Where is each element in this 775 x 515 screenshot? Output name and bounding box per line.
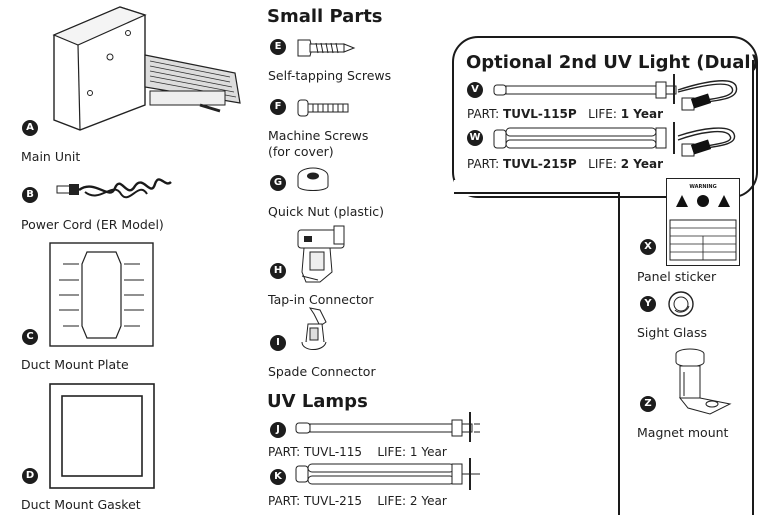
uv-lamp-tuvl-115-icon	[295, 412, 480, 442]
panel-bottom-edge	[454, 192, 620, 194]
heading-small-parts: Small Parts	[267, 6, 383, 27]
power-cord-illustration	[56, 178, 172, 199]
badge-d: D	[22, 468, 38, 484]
part-prefix: PART:	[268, 494, 305, 508]
badge-k: K	[270, 469, 286, 485]
life-value: 2 Year	[620, 157, 664, 171]
badge-x: X	[640, 239, 656, 255]
panel-inner-edge	[618, 194, 620, 515]
life-value: 1 Year	[409, 445, 447, 459]
label-sight-glass: Sight Glass	[637, 325, 707, 340]
quick-nut-icon	[297, 167, 329, 191]
duct-mount-gasket-illustration	[49, 383, 155, 489]
badge-c: C	[22, 329, 38, 345]
badge-j: J	[270, 422, 286, 438]
lamp-j-info: PART: TUVL-115 LIFE: 1 Year	[268, 445, 447, 459]
label-duct-mount-plate: Duct Mount Plate	[21, 357, 129, 372]
life-prefix: LIFE:	[588, 107, 621, 121]
label-panel-sticker: Panel sticker	[637, 269, 717, 284]
part-prefix: PART:	[467, 107, 504, 121]
part-number: TUVL-215	[304, 494, 363, 508]
optional-panel-border	[452, 36, 758, 198]
life-value: 1 Year	[620, 107, 664, 121]
part-prefix: PART:	[467, 157, 504, 171]
uv-lamp-tuvl-215-icon	[295, 458, 480, 490]
part-number: TUVL-215P	[503, 157, 577, 171]
label-tap-in-connector: Tap-in Connector	[268, 292, 374, 307]
badge-g: G	[270, 175, 286, 191]
lamp-w-info: PART: TUVL-215P LIFE: 2 Year	[467, 157, 663, 171]
badge-w: W	[467, 130, 483, 146]
badge-v: V	[467, 82, 483, 98]
spade-connector-icon	[301, 307, 327, 350]
duct-mount-plate-illustration	[49, 242, 154, 347]
machine-screw-icon	[297, 99, 349, 117]
label-machine-screws: Machine Screws	[268, 128, 369, 143]
uv-lamp-tuvl-115p-icon	[493, 74, 738, 111]
part-number: TUVL-115P	[503, 107, 577, 121]
label-duct-mount-gasket: Duct Mount Gasket	[21, 497, 141, 512]
part-prefix: PART:	[268, 445, 305, 459]
label-quick-nut: Quick Nut (plastic)	[268, 204, 385, 219]
sticker-warning-text: WARNING	[689, 184, 717, 190]
badge-e: E	[270, 39, 286, 55]
label-self-tapping-screws: Self-tapping Screws	[268, 68, 392, 83]
magnet-mount-icon	[675, 348, 732, 415]
warning-symbols-icon	[676, 195, 730, 207]
label-machine-screws-note: (for cover)	[268, 144, 334, 159]
badge-b: B	[22, 187, 38, 203]
uv-lamp-tuvl-215p-icon	[493, 122, 736, 157]
badge-z: Z	[640, 396, 656, 412]
tap-in-connector-icon	[297, 225, 345, 283]
life-prefix: LIFE:	[588, 157, 621, 171]
lamp-v-info: PART: TUVL-115P LIFE: 1 Year	[467, 107, 663, 121]
life-prefix: LIFE:	[377, 445, 410, 459]
life-value: 2 Year	[409, 494, 447, 508]
self-tapping-screw-icon	[297, 39, 356, 57]
badge-i: I	[270, 335, 286, 351]
label-main-unit: Main Unit	[21, 149, 81, 164]
lamp-k-info: PART: TUVL-215 LIFE: 2 Year	[268, 494, 447, 508]
sticker-table-icon	[669, 219, 737, 261]
sight-glass-icon	[668, 291, 694, 317]
part-number: TUVL-115	[304, 445, 363, 459]
label-spade-connector: Spade Connector	[268, 364, 376, 379]
label-power-cord: Power Cord (ER Model)	[21, 217, 164, 232]
panel-outer-edge	[752, 60, 754, 515]
main-unit-illustration	[52, 6, 241, 131]
badge-h: H	[270, 263, 286, 279]
badge-y: Y	[640, 296, 656, 312]
label-magnet-mount: Magnet mount	[637, 425, 729, 440]
heading-optional-dual: Optional 2nd UV Light (Dual)	[466, 52, 759, 73]
badge-a: A	[22, 120, 38, 136]
panel-sticker-illustration: WARNING	[666, 178, 740, 266]
badge-f: F	[270, 99, 286, 115]
life-prefix: LIFE:	[377, 494, 410, 508]
heading-uv-lamps: UV Lamps	[267, 391, 368, 412]
